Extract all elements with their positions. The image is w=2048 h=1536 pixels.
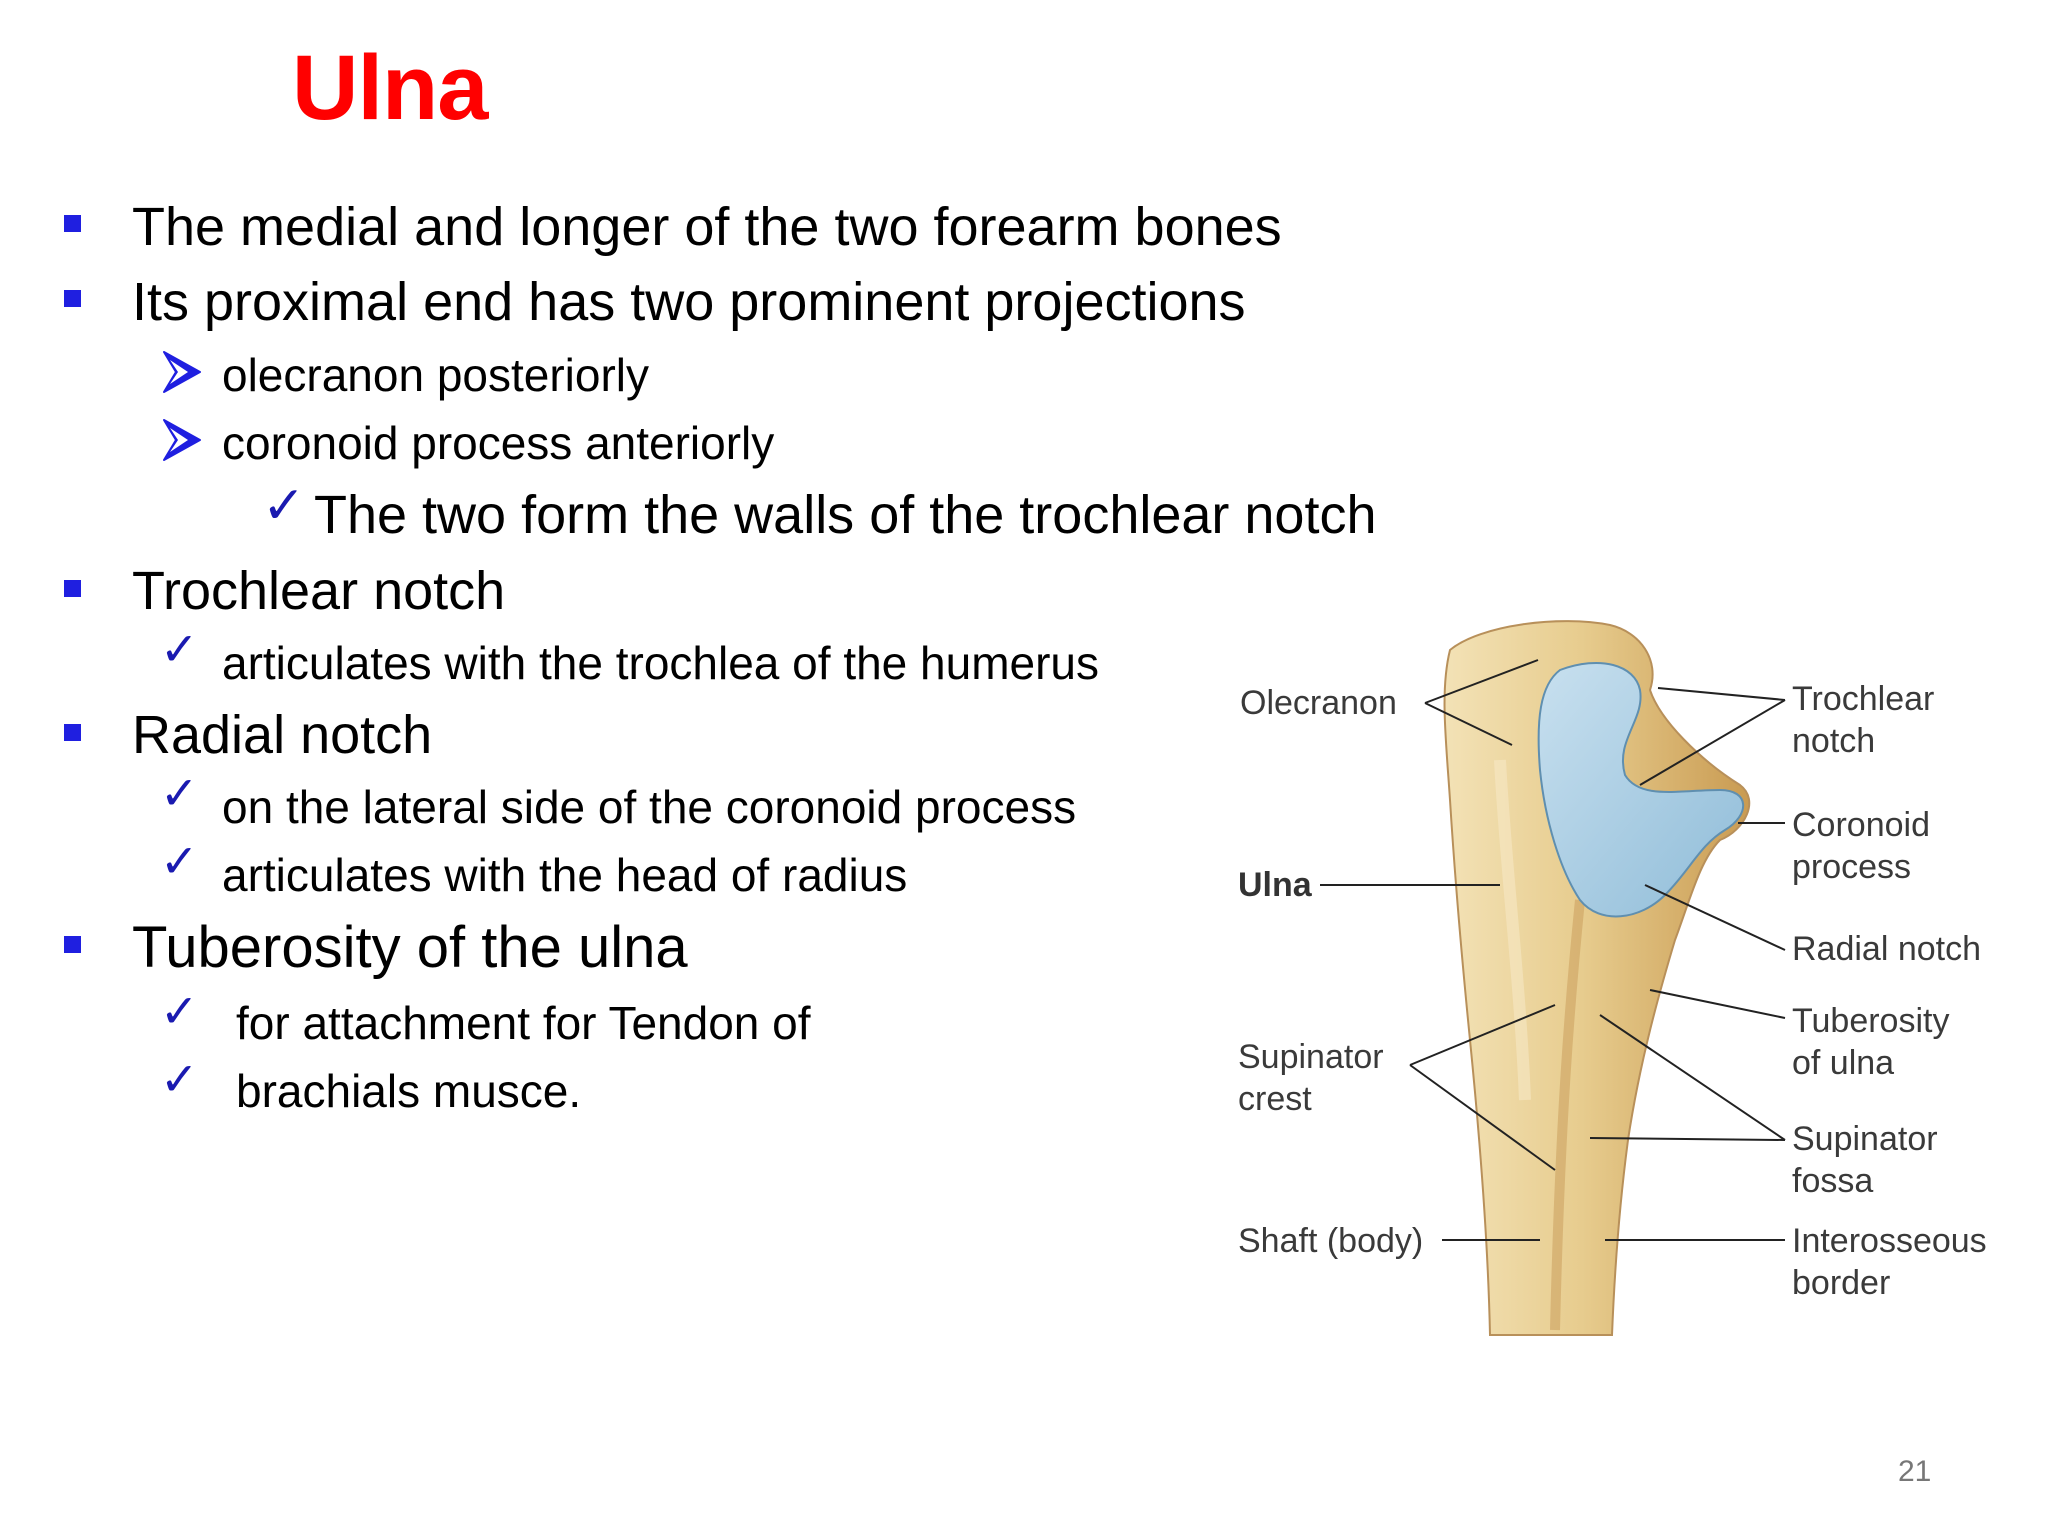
label-coronoid-line2: process [1792, 848, 1911, 886]
label-supinator-fossa-line2: fossa [1792, 1162, 1873, 1200]
label-coronoid-line1: Coronoid [1792, 806, 1930, 844]
label-trochlear-notch-line1: Trochlear [1792, 680, 1934, 718]
label-ulna: Ulna [1238, 866, 1313, 904]
check-icon: ✓ [160, 1052, 199, 1106]
check-icon: ✓ [262, 476, 306, 536]
sub-bullet-text: coronoid process anteriorly [222, 417, 775, 469]
label-tuberosity-line2: of ulna [1792, 1044, 1894, 1082]
slide-title: Ulna [292, 37, 488, 139]
check-icon: ✓ [160, 834, 199, 888]
sub-bullet-text: brachials musce. [236, 1065, 582, 1117]
check-icon: ✓ [160, 766, 199, 820]
label-radial-notch: Radial notch [1792, 930, 1981, 968]
check-icon: ✓ [160, 622, 199, 676]
sub-bullet-text: articulates with the head of radius [222, 849, 908, 901]
square-bullet-icon [64, 290, 81, 307]
arrow-bullet-icon [163, 419, 201, 461]
sub-bullet-text: olecranon posteriorly [222, 349, 650, 401]
bullet-text: Trochlear notch [132, 561, 506, 621]
sub-bullet-text: for attachment for Tendon of [236, 997, 811, 1049]
ulna-diagram: Olecranon Ulna Supinator crest Shaft (bo… [1238, 620, 1987, 1336]
bullet-text: Tuberosity of the ulna [132, 915, 688, 980]
bullet-text: The medial and longer of the two forearm… [132, 197, 1282, 257]
label-olecranon: Olecranon [1240, 684, 1397, 722]
bullet-text: Radial notch [132, 705, 433, 765]
label-supinator-fossa-line1: Supinator [1792, 1120, 1938, 1158]
arrow-bullet-icon [163, 351, 201, 393]
sub-bullet-text: on the lateral side of the coronoid proc… [222, 781, 1077, 833]
square-bullet-icon [64, 580, 81, 597]
square-bullet-icon [64, 724, 81, 741]
page-number: 21 [1898, 1455, 1932, 1488]
label-trochlear-notch-line2: notch [1792, 722, 1875, 760]
square-bullet-icon [64, 936, 81, 953]
label-shaft: Shaft (body) [1238, 1222, 1423, 1260]
label-interosseous-line2: border [1792, 1264, 1890, 1302]
square-bullet-icon [64, 215, 81, 232]
label-tuberosity-line1: Tuberosity [1792, 1002, 1949, 1040]
label-interosseous-line1: Interosseous [1792, 1222, 1987, 1260]
sub-bullet-text: articulates with the trochlea of the hum… [222, 637, 1100, 689]
check-icon: ✓ [160, 984, 199, 1038]
label-supinator-crest-line1: Supinator [1238, 1038, 1384, 1076]
bullet-text: Its proximal end has two prominent proje… [132, 272, 1246, 332]
sub-sub-bullet-text: The two form the walls of the trochlear … [314, 485, 1377, 545]
trochlear-notch-shape [1537, 662, 1745, 918]
label-supinator-crest-line2: crest [1238, 1080, 1312, 1118]
